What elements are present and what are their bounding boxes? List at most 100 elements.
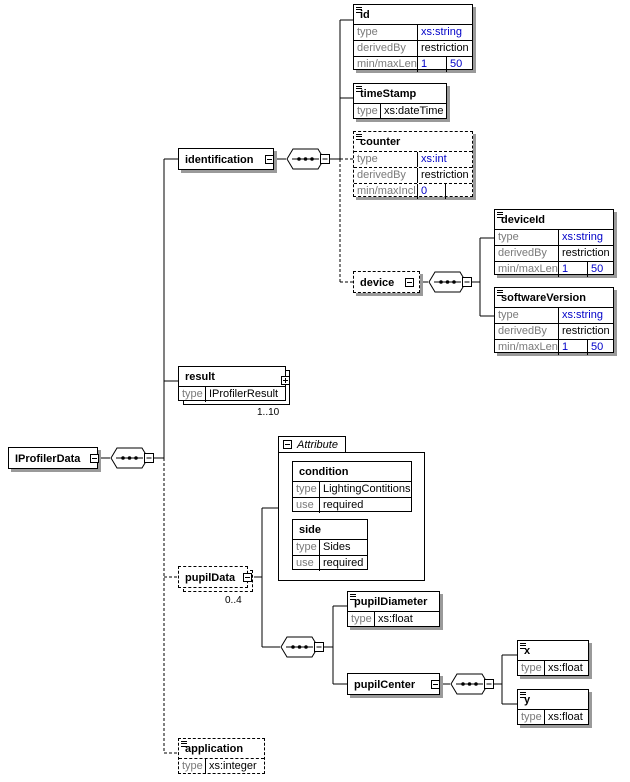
property-value: 50 [587,262,603,277]
element-identification[interactable]: identification [178,148,274,170]
property-value: restriction [421,42,469,54]
property-value: restriction [421,169,469,181]
element-device[interactable]: device [353,271,420,293]
property-value: required [323,557,364,569]
property-value: 1 [562,341,569,353]
property-key: type [348,612,375,627]
property-key: use [293,556,320,571]
documentation-icon [350,594,356,600]
sequence-compositor-identification [286,148,330,170]
collapse-icon[interactable] [90,454,99,463]
element-iprofilerdata[interactable]: IProfilerData [8,447,99,469]
pupildata-cardinality: 0..4 [225,595,242,606]
property-value: xs:string [562,309,603,321]
documentation-icon [181,741,187,747]
collapse-icon[interactable] [265,155,274,164]
property-value: 0 [418,184,446,199]
element-name: id [360,9,370,21]
property-value: 1 [421,58,428,70]
element-name: pupilData [185,572,236,584]
property-key: use [293,498,320,513]
documentation-icon [356,86,362,92]
attribute-name: condition [299,466,349,478]
element-name: pupilDiameter [354,596,428,608]
collapse-icon[interactable] [431,680,440,689]
property-value: xs:float [548,662,583,674]
element-pupilcenter[interactable]: pupilCenter [347,673,440,695]
documentation-icon [497,290,503,296]
property-key: derivedBy [354,168,418,183]
property-key: derivedBy [495,324,559,339]
documentation-icon [356,7,362,13]
attribute-group-label: Attribute [297,439,338,451]
property-key: type [293,482,320,497]
element-name: x [524,645,531,657]
property-value: 1 [562,263,569,275]
property-value: IProfilerResult [209,388,279,400]
property-value: 50 [446,57,462,72]
property-value: Sides [323,541,351,553]
property-key: type [179,387,206,402]
sequence-compositor-device [428,271,472,293]
expand-icon[interactable] [281,376,290,385]
property-value: xs:string [562,231,603,243]
property-key: type [293,540,320,555]
collapse-icon[interactable] [283,440,292,449]
property-key: min/maxIncl [354,184,418,199]
element-name: result [185,371,215,383]
property-key: type [354,104,381,119]
property-key: type [495,308,559,323]
property-key: type [354,25,418,40]
sequence-compositor-pupildata [280,636,324,658]
element-name: deviceId [501,214,546,226]
property-value: xs:dateTime [384,105,444,117]
property-key: derivedBy [354,41,418,56]
property-key: type [354,152,418,167]
collapse-icon[interactable] [243,573,252,582]
sequence-compositor-pupilcenter [450,673,494,695]
documentation-icon [356,134,362,140]
element-name: pupilCenter [354,679,416,691]
property-value: xs:float [548,711,583,723]
documentation-icon [520,692,526,698]
documentation-icon [497,212,503,218]
property-key: type [495,230,559,245]
element-pupildata[interactable]: pupilData [178,566,252,588]
element-name: IProfilerData [15,453,81,465]
property-value: xs:float [378,613,413,625]
result-cardinality: 1..10 [257,407,280,418]
property-key: type [518,710,545,725]
property-value: LightingContitions [323,483,411,495]
property-key: min/maxLen [495,262,559,277]
property-value: required [323,499,364,511]
property-key: min/maxLen [354,57,418,72]
element-name: softwareVersion [501,292,586,304]
element-name: timeStamp [360,88,417,100]
property-key: min/maxLen [495,340,559,355]
documentation-icon [520,643,526,649]
element-name: identification [185,154,254,166]
property-value: restriction [562,325,610,337]
sequence-compositor-root [110,447,154,469]
property-key: type [179,759,206,774]
element-name: device [360,277,395,289]
property-value: xs:int [421,153,447,165]
property-value: xs:integer [209,760,257,772]
property-key: derivedBy [495,246,559,261]
element-name: counter [360,136,401,148]
attribute-group-tab[interactable]: Attribute [278,436,346,452]
collapse-icon[interactable] [405,278,414,287]
